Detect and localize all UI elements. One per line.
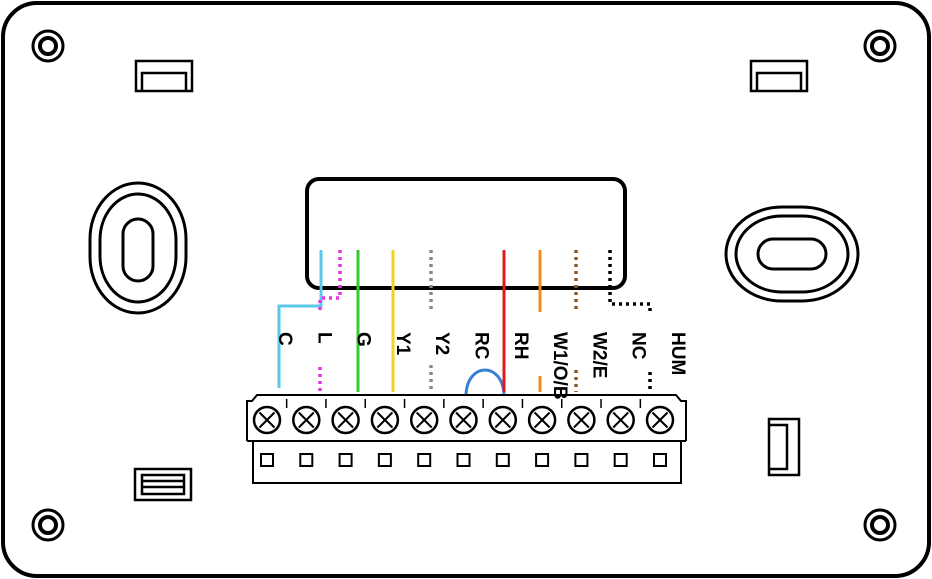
- terminal-block: [246, 394, 687, 484]
- corner-screw-bottom-left: [31, 508, 65, 542]
- terminal-label-g: G: [353, 332, 374, 347]
- latch-clip-top-right: [749, 59, 809, 93]
- terminal-screw-c[interactable]: [252, 405, 282, 435]
- terminal-indicator-w1-o-b: [535, 453, 550, 467]
- terminal-indicator-y1: [377, 453, 392, 467]
- terminal-label-l: L: [313, 332, 334, 344]
- wire-c: [277, 250, 323, 388]
- wire-nc: [608, 250, 652, 312]
- terminal-screw-nc[interactable]: [606, 405, 635, 435]
- terminal-label-hum: HUM: [667, 332, 688, 375]
- jumper-rc-rh: [464, 368, 506, 395]
- terminal-label-w2-e: W2/E: [588, 332, 609, 378]
- terminal-indicator-nc: [613, 453, 628, 467]
- wire-opening: [305, 177, 627, 290]
- terminal-indicator-w2-e: [574, 453, 589, 467]
- latch-clip-top-left: [134, 59, 194, 93]
- mounting-slot-left: [88, 181, 188, 315]
- terminal-screw-l[interactable]: [292, 405, 321, 435]
- terminal-indicator-rc: [456, 453, 471, 467]
- terminal-screw-g[interactable]: [331, 405, 360, 435]
- corner-screw-top-right: [863, 29, 897, 63]
- terminal-screw-rh[interactable]: [488, 405, 518, 435]
- terminal-label-y2: Y2: [431, 332, 452, 355]
- terminal-label-c: C: [274, 332, 295, 346]
- mounting-slot-right: [724, 205, 860, 303]
- terminal-label-y1: Y1: [392, 332, 413, 356]
- terminal-screw-hum[interactable]: [645, 405, 675, 435]
- wires-layer: [277, 250, 652, 395]
- terminal-screw-w1-o-b[interactable]: [527, 405, 557, 435]
- terminal-screw-y2[interactable]: [409, 405, 439, 435]
- wire-l: [318, 250, 342, 312]
- terminal-indicator-hum: [653, 453, 667, 467]
- terminal-screw-w2-e[interactable]: [567, 405, 596, 435]
- terminal-indicator-rh: [495, 453, 510, 467]
- terminal-label-rc: RC: [471, 332, 492, 360]
- terminal-indicator-y2: [417, 453, 432, 467]
- terminal-screws: [252, 399, 675, 467]
- corner-screw-bottom-right: [863, 508, 897, 542]
- latch-clip-bottom-left: [133, 467, 193, 502]
- terminal-label-nc: NC: [628, 332, 649, 360]
- terminal-label-w1-o-b: W1/O/B: [549, 332, 570, 400]
- latch-clip-right-side: [767, 417, 801, 477]
- terminal-screw-y1[interactable]: [370, 405, 400, 435]
- terminal-label-rh: RH: [510, 332, 531, 359]
- terminal-indicator-g: [338, 453, 353, 467]
- terminal-labels: C L G Y1 Y2 RC RH W1/O/B W2/E NC HUM: [274, 332, 688, 400]
- terminal-indicator-c: [260, 453, 274, 467]
- terminal-indicator-l: [299, 453, 314, 467]
- corner-screw-top-left: [31, 29, 65, 63]
- terminal-screw-rc[interactable]: [449, 405, 478, 435]
